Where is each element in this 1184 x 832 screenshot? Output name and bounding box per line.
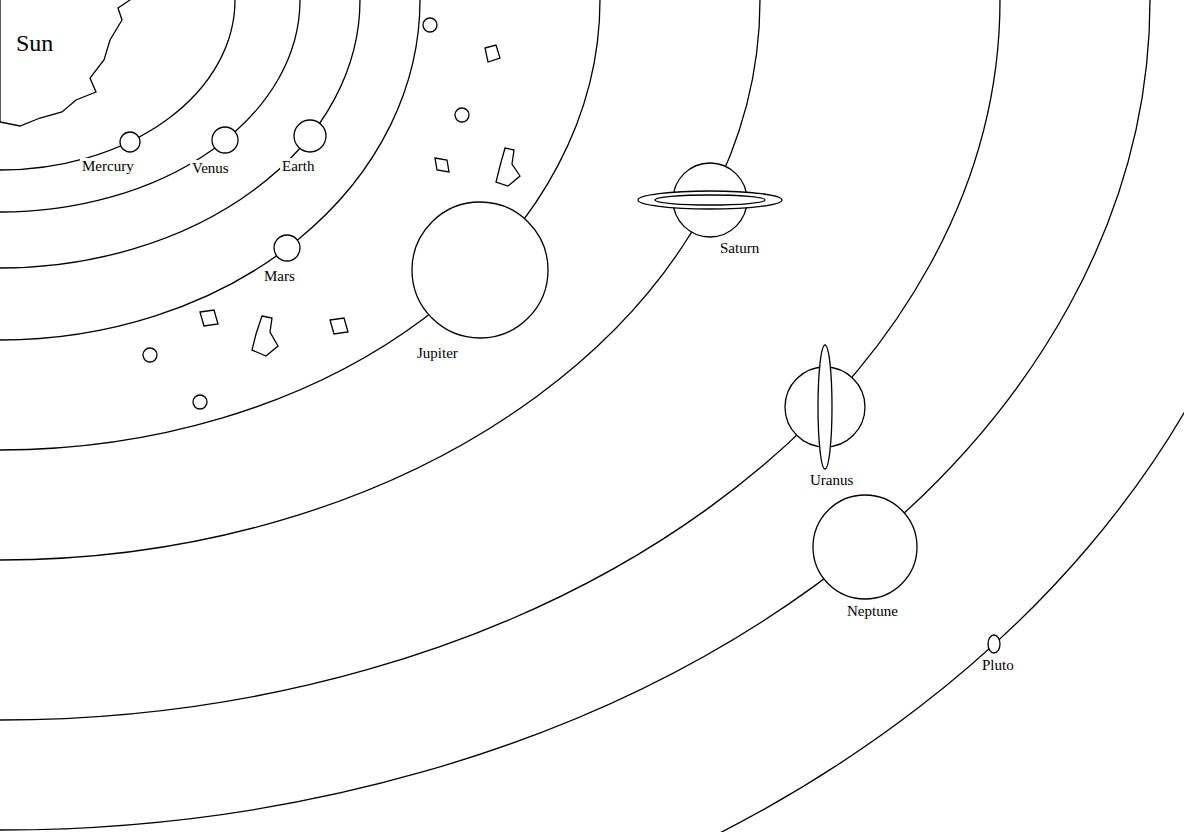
asteroid <box>435 158 449 172</box>
saturn-ring <box>638 191 782 209</box>
planet-label: Jupiter <box>415 345 460 362</box>
venus-planet <box>212 127 238 153</box>
saturn-ring <box>655 195 765 205</box>
orbit <box>0 0 600 450</box>
planet-label: Pluto <box>980 657 1016 674</box>
orbit <box>0 0 235 170</box>
asteroid <box>330 318 348 334</box>
pluto-planet <box>988 635 1000 653</box>
mars-planet <box>274 235 300 261</box>
planet-label: Mercury <box>80 158 136 175</box>
planet-label: Mars <box>262 268 297 285</box>
planet-label: Neptune <box>845 603 900 620</box>
asteroid <box>193 395 207 409</box>
asteroid <box>200 310 218 326</box>
earth-planet <box>294 120 326 152</box>
planet-label: Venus <box>190 160 231 177</box>
sun-label: Sun <box>14 30 55 58</box>
neptune-planet <box>813 495 917 599</box>
sun <box>0 0 130 126</box>
asteroid <box>455 108 469 122</box>
orbit <box>0 0 1150 830</box>
orbit <box>0 0 760 560</box>
asteroid <box>496 148 520 186</box>
asteroid <box>252 316 278 356</box>
asteroid <box>143 348 157 362</box>
planet-label: Saturn <box>718 240 761 257</box>
planet-label: Earth <box>280 158 316 175</box>
orbit <box>0 0 1000 720</box>
uranus-ring <box>818 345 832 469</box>
planet-label: Uranus <box>808 472 855 489</box>
asteroid <box>423 18 437 32</box>
asteroid <box>485 45 500 62</box>
orbit <box>0 0 420 340</box>
orbit <box>0 0 300 212</box>
mercury-planet <box>120 132 140 152</box>
orbit <box>0 0 360 268</box>
jupiter-planet <box>412 202 548 338</box>
